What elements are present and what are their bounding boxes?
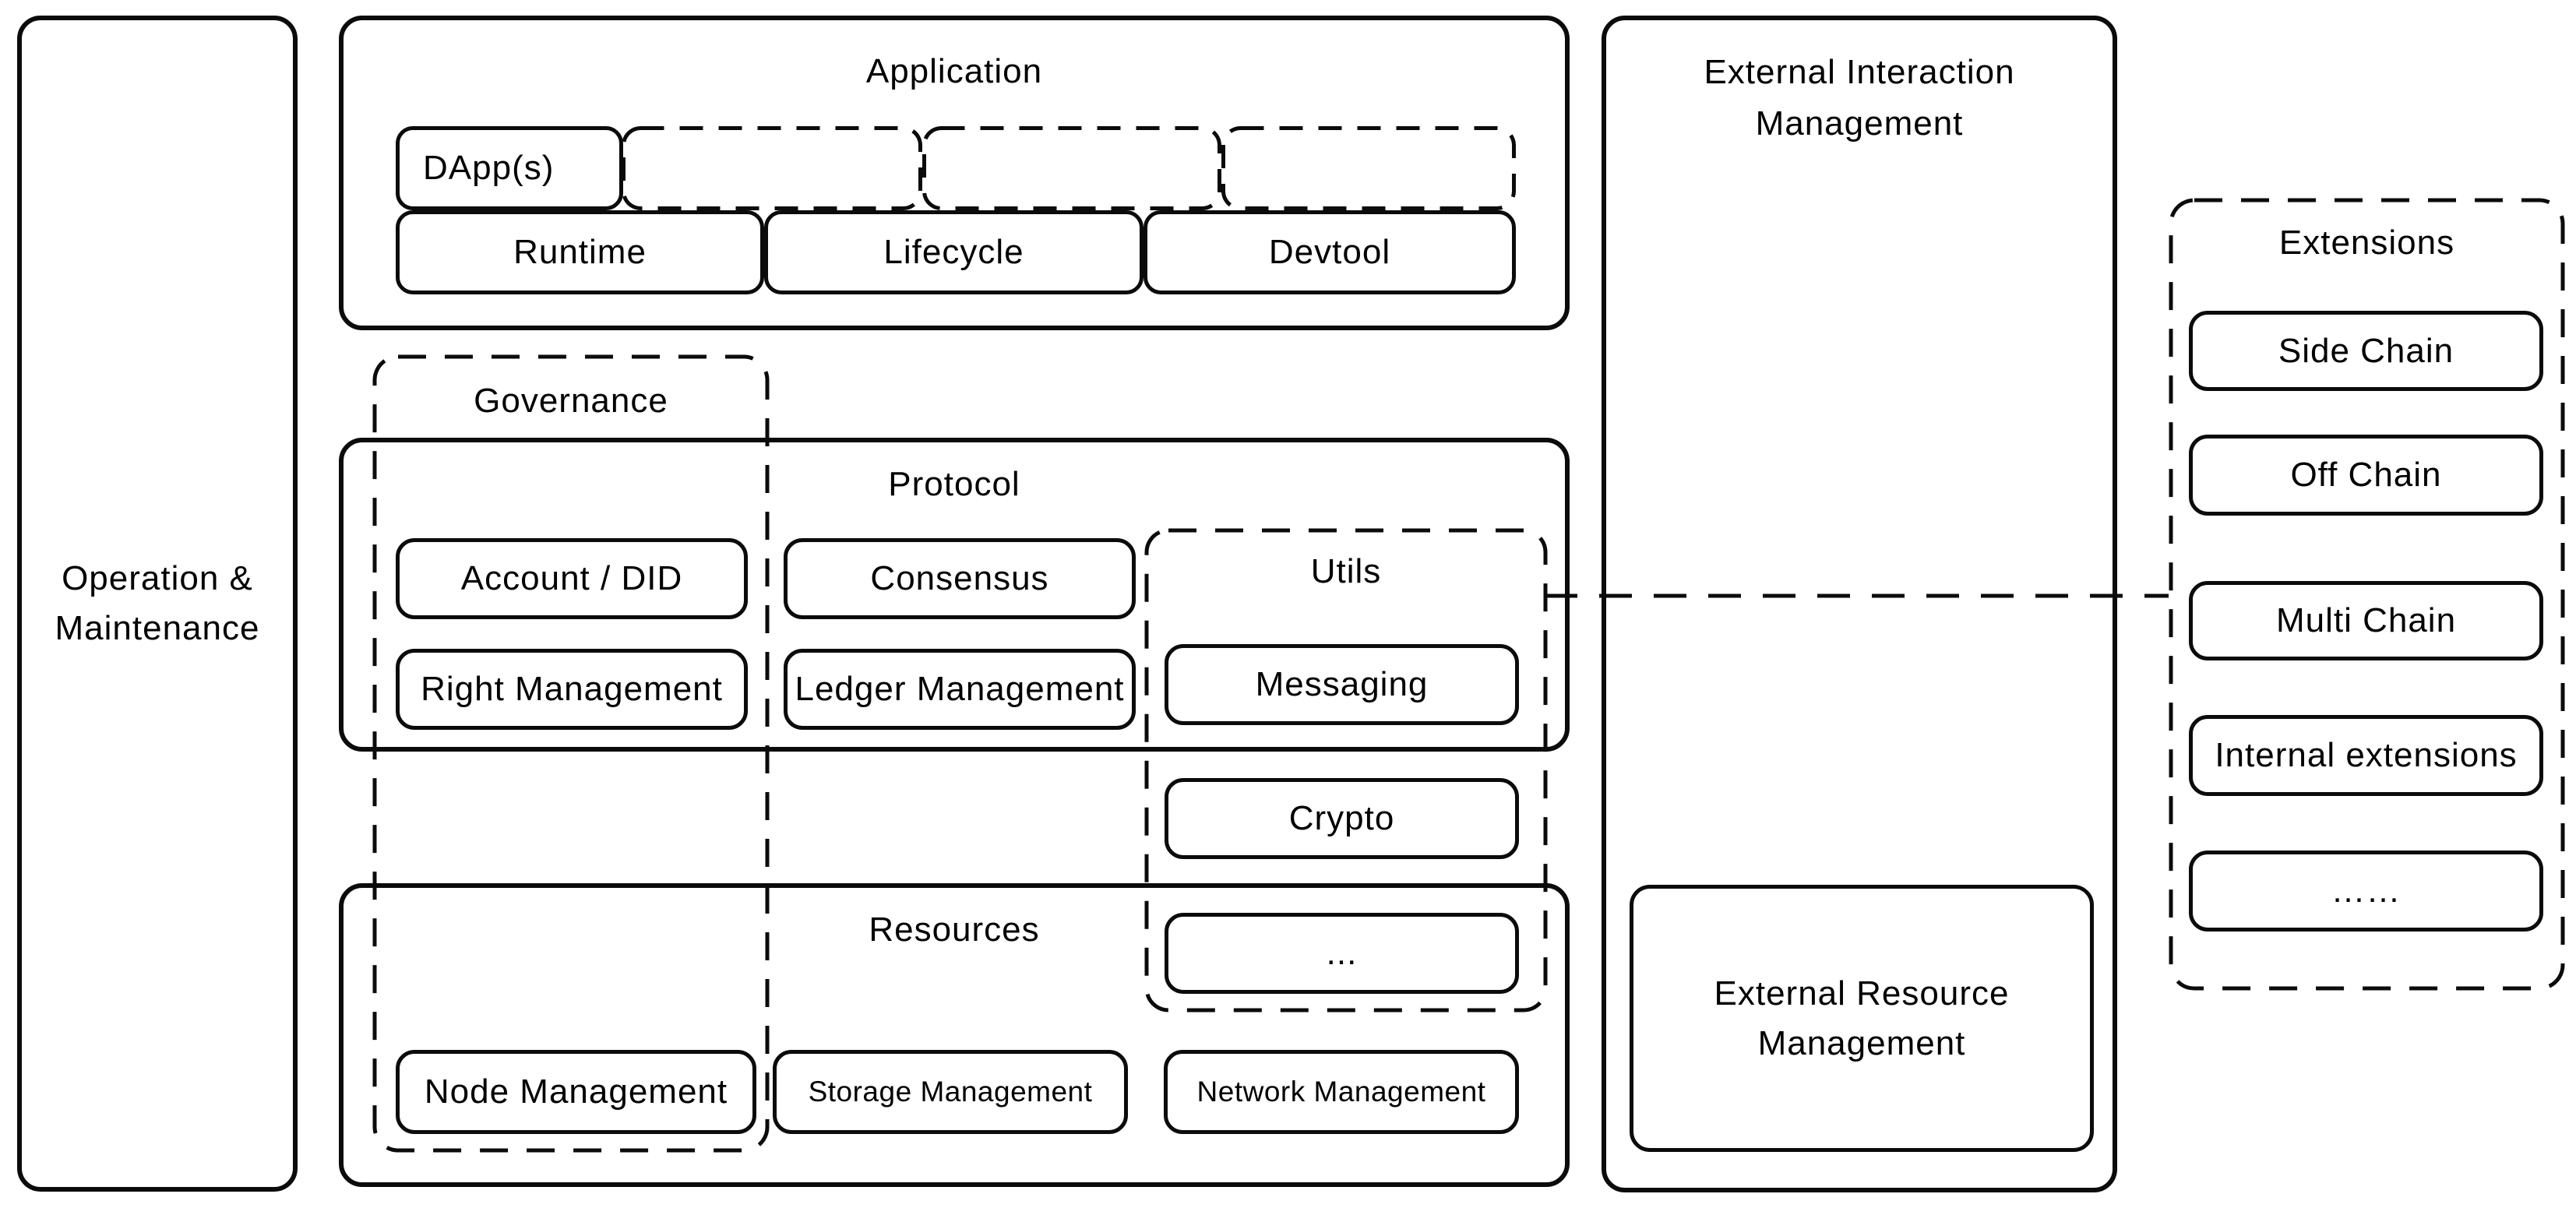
devtool-box: Devtool <box>1144 210 1516 294</box>
lifecycle-box: Lifecycle <box>764 210 1144 294</box>
resources-box: Resources Node Management Storage Manage… <box>339 883 1570 1187</box>
right-management-box: Right Management <box>396 649 748 730</box>
messaging-box: Messaging <box>1165 644 1519 725</box>
operation-maintenance-box: Operation & Maintenance <box>17 16 298 1192</box>
dapps-box: DApp(s) <box>396 126 623 210</box>
network-management-box: Network Management <box>1164 1050 1519 1134</box>
extensions-title: Extensions <box>2278 224 2455 262</box>
utils-box: Utils Messaging Crypto ... <box>1144 528 1548 1013</box>
dashed-rect <box>372 354 770 1153</box>
multi-chain-box: Multi Chain <box>2189 581 2543 660</box>
external-interaction-title: External Interaction Management <box>1704 53 2015 143</box>
application-title: Application <box>865 52 1043 90</box>
resources-title: Resources <box>869 910 1040 949</box>
governance-title: Governance <box>474 382 668 420</box>
dapp-slot-1 <box>622 126 922 210</box>
utils-extensions-connector <box>1545 593 2169 598</box>
internal-extensions-box: Internal extensions <box>2189 715 2543 796</box>
dashed-rect <box>922 126 1221 210</box>
external-interaction-management-box: External Interaction Management External… <box>1602 16 2117 1192</box>
ledger-management-box: Ledger Management <box>784 649 1136 730</box>
off-chain-box: Off Chain <box>2189 435 2543 516</box>
protocol-title: Protocol <box>888 465 1020 503</box>
dashed-rect <box>1221 126 1516 210</box>
external-resource-management-box: External Resource Management <box>1630 885 2094 1152</box>
dashed-rect <box>622 126 922 210</box>
runtime-box: Runtime <box>396 210 764 294</box>
extensions-box: Extensions Side Chain Off Chain Multi Ch… <box>2169 198 2565 991</box>
governance-box: Governance <box>372 354 770 1153</box>
dapp-slot-3 <box>1221 126 1516 210</box>
account-did-box: Account / DID <box>396 538 748 619</box>
node-management-box: Node Management <box>396 1050 756 1134</box>
utils-more-box: ... <box>1165 913 1519 994</box>
application-box: Application DApp(s) Runtime Lifecycle De… <box>339 16 1570 330</box>
protocol-box: Protocol Account / DID Consensus Right M… <box>339 438 1570 752</box>
dashed-rect <box>2169 198 2565 991</box>
extensions-more-box: …… <box>2189 851 2543 932</box>
side-chain-box: Side Chain <box>2189 311 2543 391</box>
crypto-box: Crypto <box>1165 778 1519 859</box>
consensus-box: Consensus <box>784 538 1136 619</box>
storage-management-box: Storage Management <box>773 1050 1128 1134</box>
dapp-slot-2 <box>922 126 1221 210</box>
dashed-rect <box>1144 528 1548 1013</box>
utils-title: Utils <box>1310 552 1382 590</box>
